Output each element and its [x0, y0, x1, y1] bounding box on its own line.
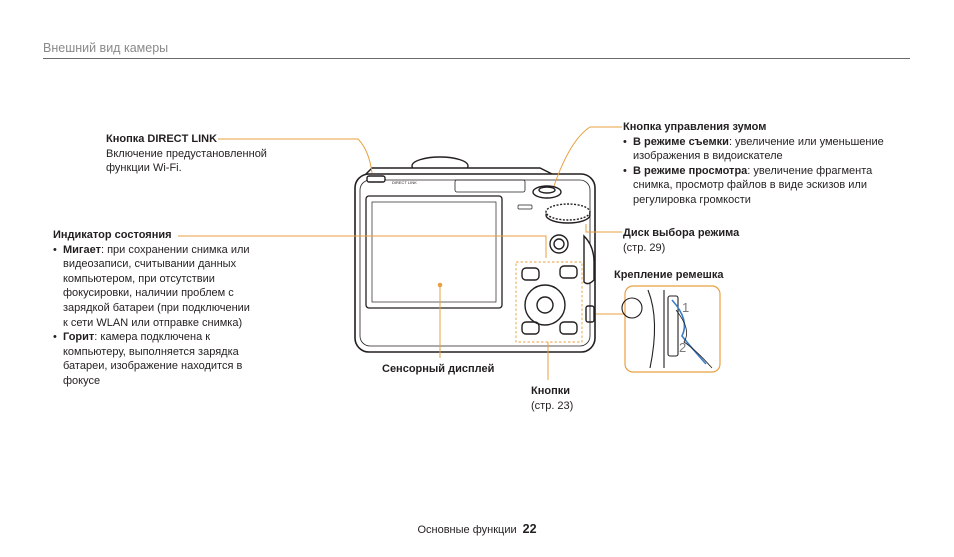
list-text: зарядкой батареи (при подключении — [63, 301, 250, 314]
callout-line: Включение предустановленной — [106, 147, 267, 160]
list-text: изображения в видоискателе — [633, 150, 783, 163]
list-item: В режиме просмотра: увеличение фрагмента… — [623, 164, 893, 208]
list-text: компьютеру, выполняется зарядка — [63, 345, 239, 358]
list-text: к сети WLAN или отправке снимка) — [63, 316, 243, 329]
strap-inset: 1 2 — [621, 285, 721, 373]
callout-touch-title: Сенсорный дисплей — [382, 363, 495, 375]
section-header: Внешний вид камеры — [43, 41, 169, 55]
callout-status: Индикатор состояния Мигает: при сохранен… — [53, 228, 268, 389]
list-text: фокусе — [63, 374, 101, 387]
callout-strap-title: Крепление ремешка — [614, 269, 724, 281]
list-text: регулировка громкости — [633, 193, 751, 206]
header-rule — [43, 58, 910, 59]
page-footer: Основные функции 22 — [0, 522, 954, 536]
strap-step-2: 2 — [679, 340, 686, 355]
callout-title: Индикатор состояния — [53, 229, 172, 241]
list-text: компьютером, при отсутствии — [63, 272, 215, 285]
callout-line: функции Wi-Fi. — [106, 162, 182, 175]
list-item: Мигает: при сохранении снимка или видеоз… — [53, 243, 268, 331]
list-text: : камера подключена к — [94, 331, 211, 344]
callout-direct-link: Кнопка DIRECT LINK Включение предустанов… — [106, 132, 267, 176]
buttons-group-box — [515, 261, 583, 343]
list-text: : при сохранении снимка или — [100, 243, 250, 256]
list-text: батареи, изображение находится в — [63, 360, 243, 373]
footer-label: Основные функции — [417, 524, 517, 536]
callout-buttons-title: Кнопки — [531, 385, 570, 397]
callout-title: Кнопка DIRECT LINK — [106, 133, 218, 145]
callout-title: Кнопка управления зумом — [623, 121, 767, 133]
list-text: фокусировки, наличии проблем с — [63, 287, 234, 300]
list-text: видеозаписи, считывании данных — [63, 258, 237, 271]
term: В режиме просмотра — [633, 164, 748, 177]
list-text: : увеличение или уменьшение — [728, 135, 884, 148]
strap-step-1: 1 — [682, 300, 689, 315]
leader-lines — [178, 126, 625, 380]
list-item: Горит: камера подключена к компьютеру, в… — [53, 330, 268, 388]
leader-mode-dial — [585, 224, 622, 233]
page-number: 22 — [522, 522, 537, 536]
leader-status — [178, 235, 547, 258]
touch-dot — [437, 282, 443, 288]
term: Горит — [63, 331, 95, 344]
leader-direct-link — [218, 138, 373, 174]
term: В режиме съемки — [633, 135, 729, 148]
camera-body — [354, 156, 596, 353]
callout-mode-dial-ref: (стр. 29) — [623, 242, 666, 254]
list-text: : увеличение фрагмента — [747, 164, 873, 177]
leader-zoom — [553, 126, 622, 187]
term: Мигает — [63, 243, 101, 256]
list-item: В режиме съемки: увеличение или уменьшен… — [623, 135, 893, 164]
callout-buttons-ref: (стр. 23) — [531, 400, 574, 412]
callout-zoom: Кнопка управления зумом В режиме съемки:… — [623, 120, 893, 208]
list-text: снимка, просмотр файлов в виде эскизов и… — [633, 179, 867, 192]
camera-body-text: DIRECT LINK — [392, 180, 417, 185]
callout-mode-dial-title: Диск выбора режима — [623, 227, 740, 239]
